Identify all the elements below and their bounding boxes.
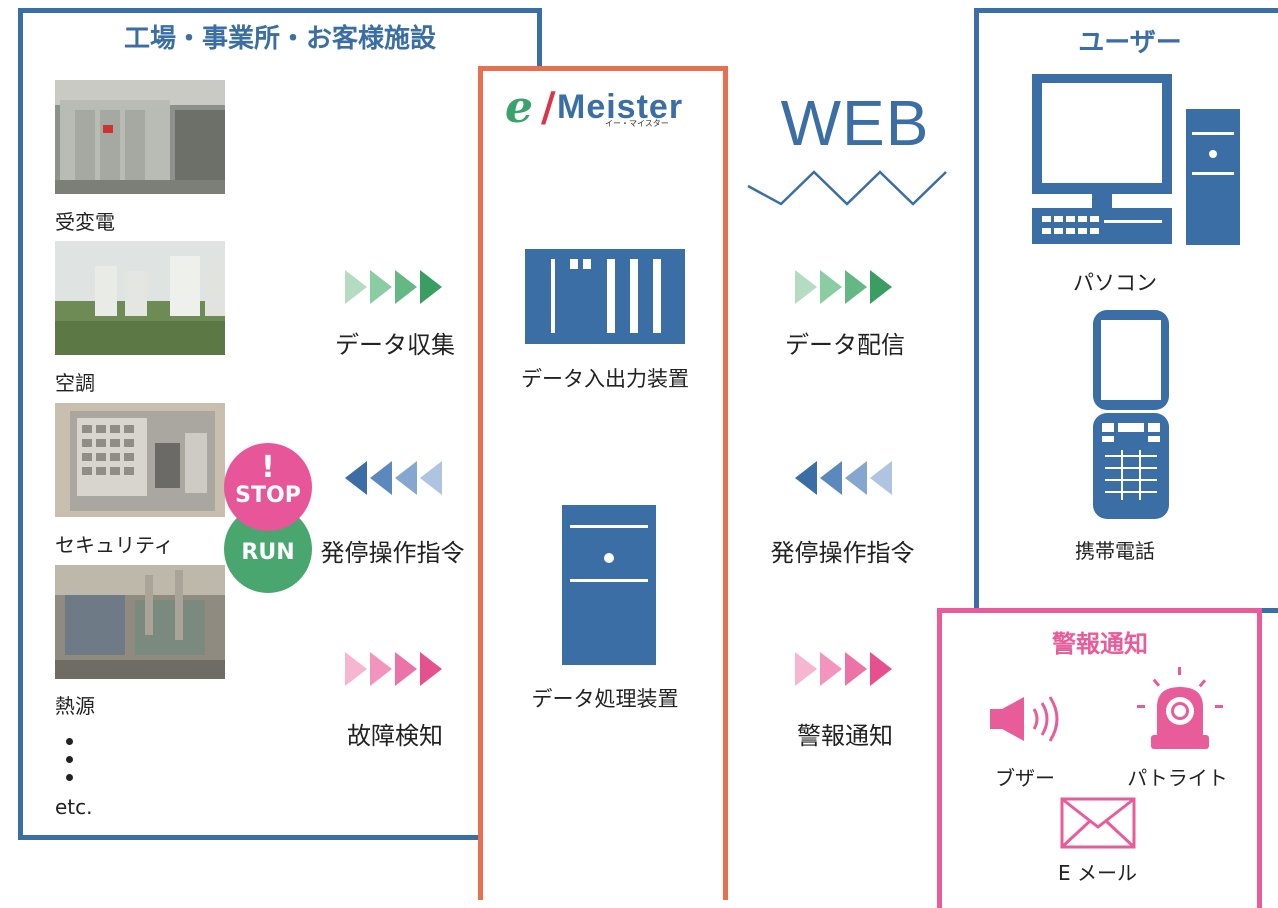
alarm-notify-label: 警報通知: [797, 722, 893, 750]
alarm-notify-arrows: [795, 652, 892, 686]
command-left-arrows: [345, 461, 442, 495]
stop-badge: ! STOP: [224, 443, 312, 531]
io-device-label: データ入出力装置: [521, 367, 689, 391]
command-right-label: 発停操作指令: [770, 539, 915, 567]
patlite-icon: [1137, 667, 1223, 749]
heat-source-photo: [55, 565, 225, 679]
facility-panel-top-border: [18, 8, 542, 13]
ellipsis-dot: [66, 738, 73, 745]
mobile-phone-icon: [1093, 310, 1169, 519]
air-conditioner-photo: [55, 241, 225, 355]
data-delivery-label: データ配信: [785, 331, 905, 359]
run-label: RUN: [241, 540, 295, 565]
phone-label: 携帯電話: [1075, 539, 1155, 563]
fault-detect-arrows: [345, 652, 442, 686]
ellipsis-dot: [66, 774, 73, 781]
pc-icon: [1032, 74, 1240, 245]
web-zigzag-icon: [747, 170, 947, 206]
io-device-icon: [525, 249, 685, 344]
substation-photo: [55, 80, 225, 194]
patlite-label: パトライト: [1127, 766, 1228, 790]
facility-title: 工場・事業所・お客様施設: [123, 24, 436, 54]
data-delivery-arrows: [795, 270, 892, 304]
user-title: ユーザー: [1078, 28, 1182, 58]
buzzer-label: ブザー: [995, 766, 1055, 790]
emeister-logo: e / Meister イー・マイスター: [505, 82, 684, 133]
stop-exclamation: !: [261, 450, 275, 485]
data-collect-label: データ収集: [335, 331, 455, 359]
processing-device-label: データ処理装置: [531, 687, 679, 711]
email-icon: [1060, 797, 1136, 849]
fault-detect-label: 故障検知: [347, 722, 443, 750]
command-right-arrows: [795, 461, 892, 495]
emeister-logo-e: e: [505, 82, 533, 133]
emeister-logo-sub: イー・マイスター: [605, 119, 669, 128]
web-label: WEB: [780, 87, 930, 159]
buzzer-icon: [990, 696, 1059, 742]
command-left-label: 発停操作指令: [320, 539, 465, 567]
server-icon: [562, 505, 656, 665]
alarm-title: 警報通知: [1052, 630, 1148, 658]
data-collect-arrows: [345, 270, 442, 304]
email-label: E メール: [1058, 861, 1137, 885]
heat-source-label: 熱源: [55, 694, 95, 718]
security-panel-photo: [55, 403, 225, 517]
alarm-panel: [937, 608, 1262, 908]
pc-label: パソコン: [1073, 271, 1157, 295]
ellipsis-dot: [66, 756, 73, 763]
security-label: セキュリティ: [55, 533, 174, 557]
stop-label: STOP: [235, 483, 301, 508]
emeister-logo-text: Meister: [557, 88, 684, 126]
emeister-panel: [478, 66, 728, 900]
etc-label: etc.: [55, 795, 93, 819]
substation-label: 受変電: [55, 210, 115, 234]
air-conditioner-label: 空調: [55, 371, 95, 395]
